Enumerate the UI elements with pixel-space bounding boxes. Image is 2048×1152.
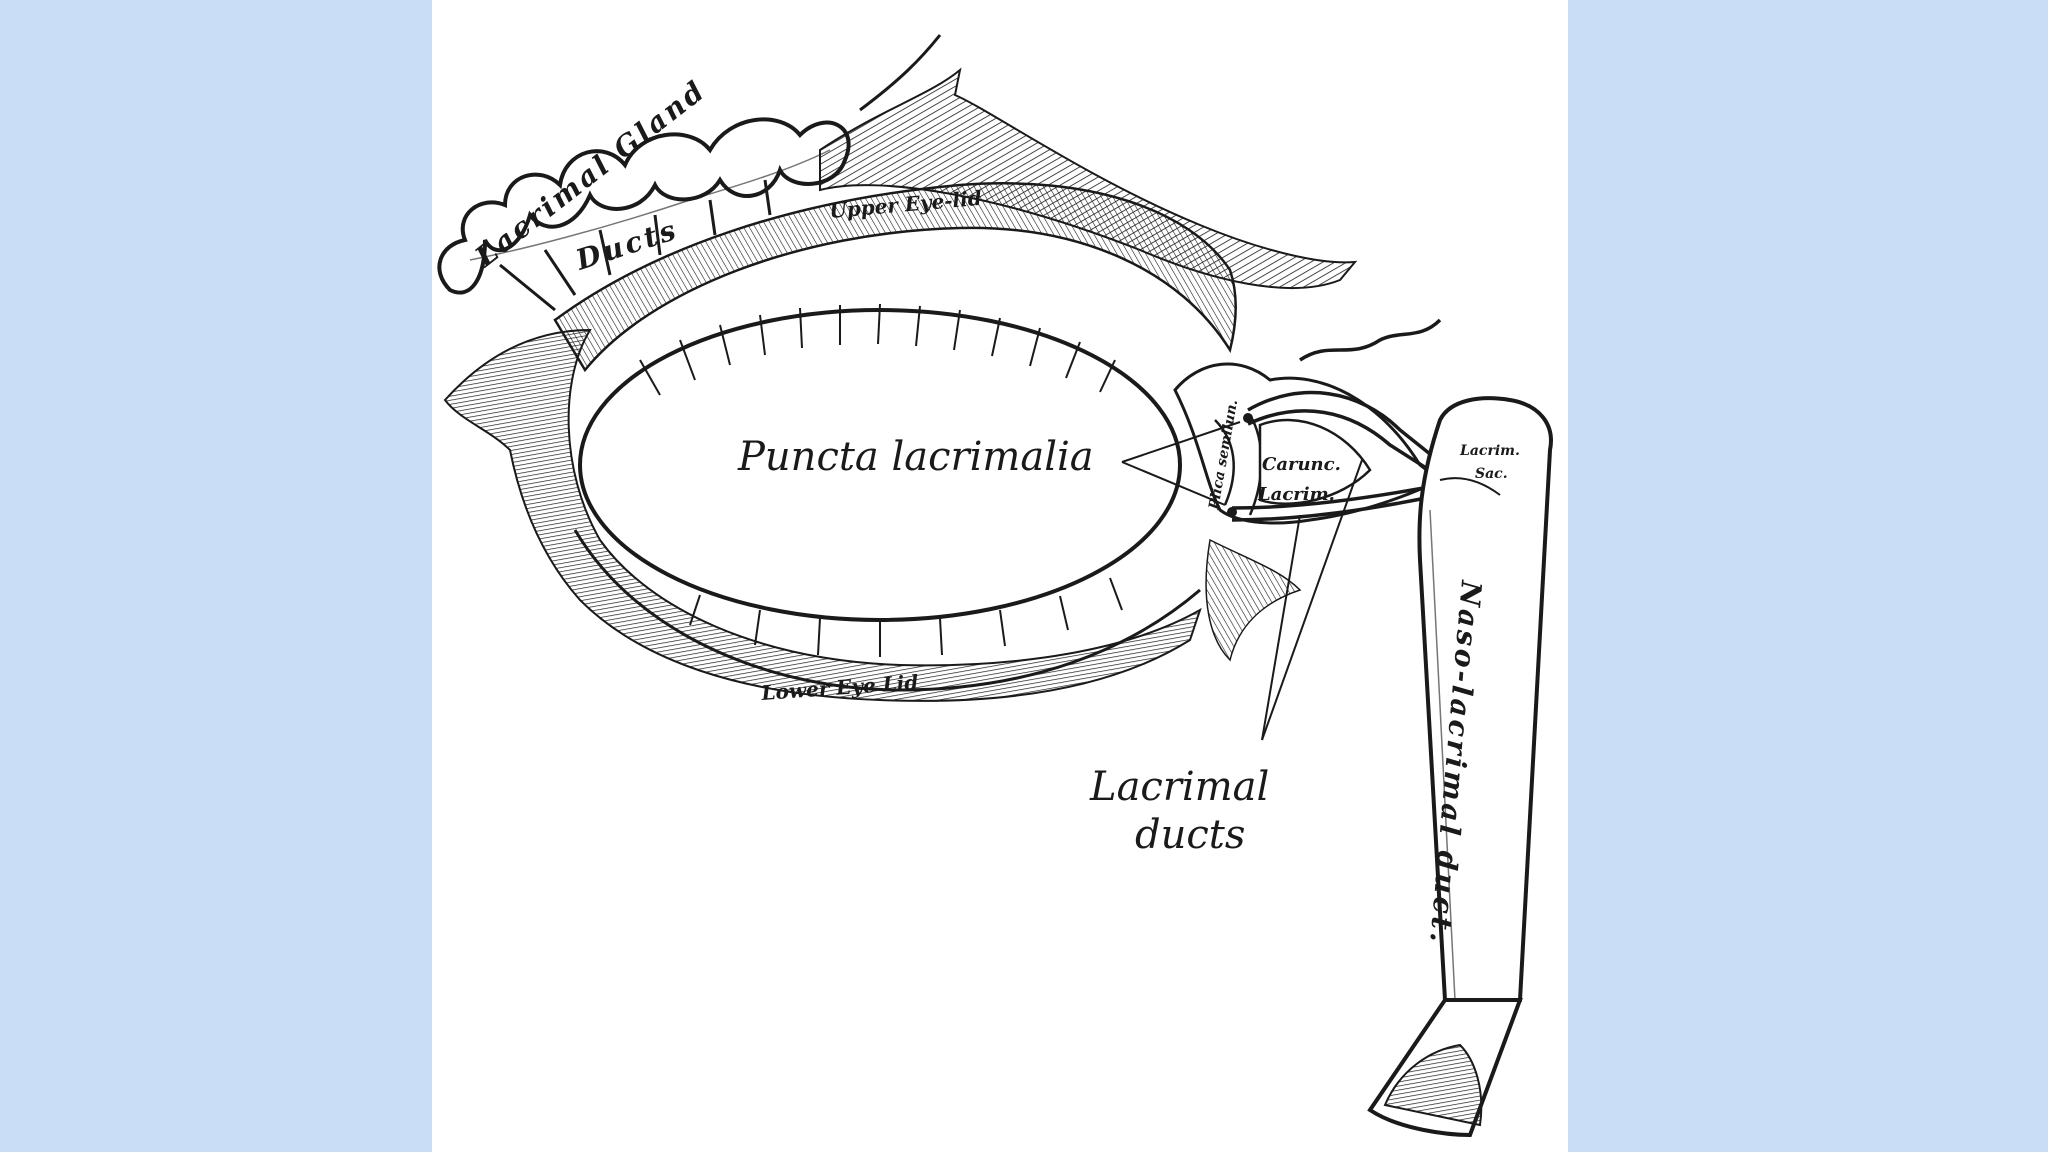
gland-ducts [499,179,772,312]
naso-lacrimal-duct [1367,396,1553,1138]
upper-eyelid [553,182,1238,373]
label-lacrimal-ducts-1: Lacrimal [1089,764,1269,810]
label-caruncle-1: Carunc. [1262,454,1341,475]
lower-eyelid [573,529,1201,692]
label-caruncle-2: Lacrim. [1257,484,1335,505]
pointer-lines [1121,421,1363,741]
lacrimal-canaliculi [1231,318,1452,522]
label-lacrimal-sac-2: Sac. [1475,466,1508,482]
label-puncta-lacrimalia: Puncta lacrimalia [737,434,1094,480]
medial-canthus [1173,362,1443,662]
eye-opening [578,303,1182,657]
lateral-tissue [443,328,1202,702]
label-lacrimal-ducts-2: ducts [1135,812,1245,858]
label-lacrimal-sac-1: Lacrim. [1459,443,1520,459]
brow-tissue [819,34,1358,290]
